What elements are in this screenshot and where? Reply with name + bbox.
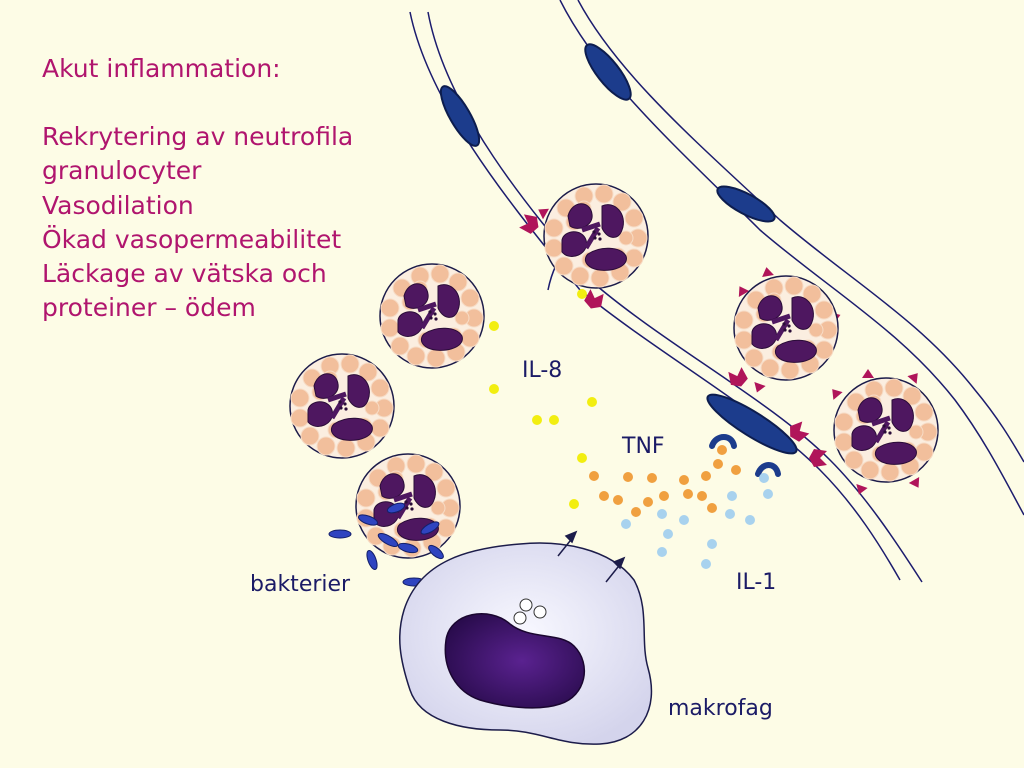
text-line: proteiner – ödem <box>42 293 256 323</box>
endothelial-nucleus <box>716 185 776 223</box>
il1-label: IL-1 <box>736 570 777 595</box>
text-line: granulocyter <box>42 156 202 186</box>
tnf-dots <box>589 445 741 517</box>
bacteria <box>328 502 444 587</box>
neutrophil-in-vessel <box>834 378 938 482</box>
bacterium <box>428 544 444 560</box>
macrophage-nucleus <box>444 613 586 709</box>
neutrophil-tissue <box>290 354 394 458</box>
heading: Akut inflammation: <box>42 54 281 83</box>
neutrophil-rolling <box>734 276 838 380</box>
vessel-wall-outer-right <box>577 0 1024 463</box>
blood-vessel <box>409 0 1024 583</box>
il8-label: IL-8 <box>522 358 563 383</box>
endothelial-nucleus <box>584 43 632 101</box>
neutrophil-adhering <box>544 184 648 288</box>
bacterium <box>386 502 406 514</box>
macrophage-vesicles <box>513 598 547 625</box>
text-line: Vasodilation <box>42 190 194 220</box>
endothelial-receptors <box>709 434 781 477</box>
macrophage <box>399 542 653 745</box>
neutrophil-tissue <box>380 264 484 368</box>
endothelial-nuclei <box>439 43 798 455</box>
tnf-label: TNF <box>622 434 665 459</box>
bacterium <box>397 542 419 554</box>
bacterium <box>377 533 399 547</box>
il1-dots <box>621 473 773 569</box>
endothelial-nucleus <box>439 85 481 147</box>
vessel-wall-inner-left <box>427 11 923 583</box>
bacteria-label: bakterier <box>250 572 351 597</box>
text-line: Ökad vasopermeabilitet <box>42 224 342 254</box>
text-line: Läckage av vätska och <box>42 259 327 289</box>
spacer <box>42 86 353 120</box>
il8-dots <box>489 289 597 509</box>
macrophage-label: makrofag <box>668 696 773 721</box>
vessel-wall-inner-right <box>559 0 1024 516</box>
neutrophil-phagocytosing <box>356 454 460 558</box>
secretion-arrows <box>557 530 626 583</box>
text-block: Akut inflammation: Rekrytering av neutro… <box>42 52 353 325</box>
text-line: Rekrytering av neutrofila <box>42 122 354 152</box>
bacterium <box>420 521 440 535</box>
bacterium <box>366 550 378 570</box>
bacterium <box>358 514 378 526</box>
bacterium <box>328 529 352 539</box>
endothelial-nucleus <box>706 393 798 455</box>
